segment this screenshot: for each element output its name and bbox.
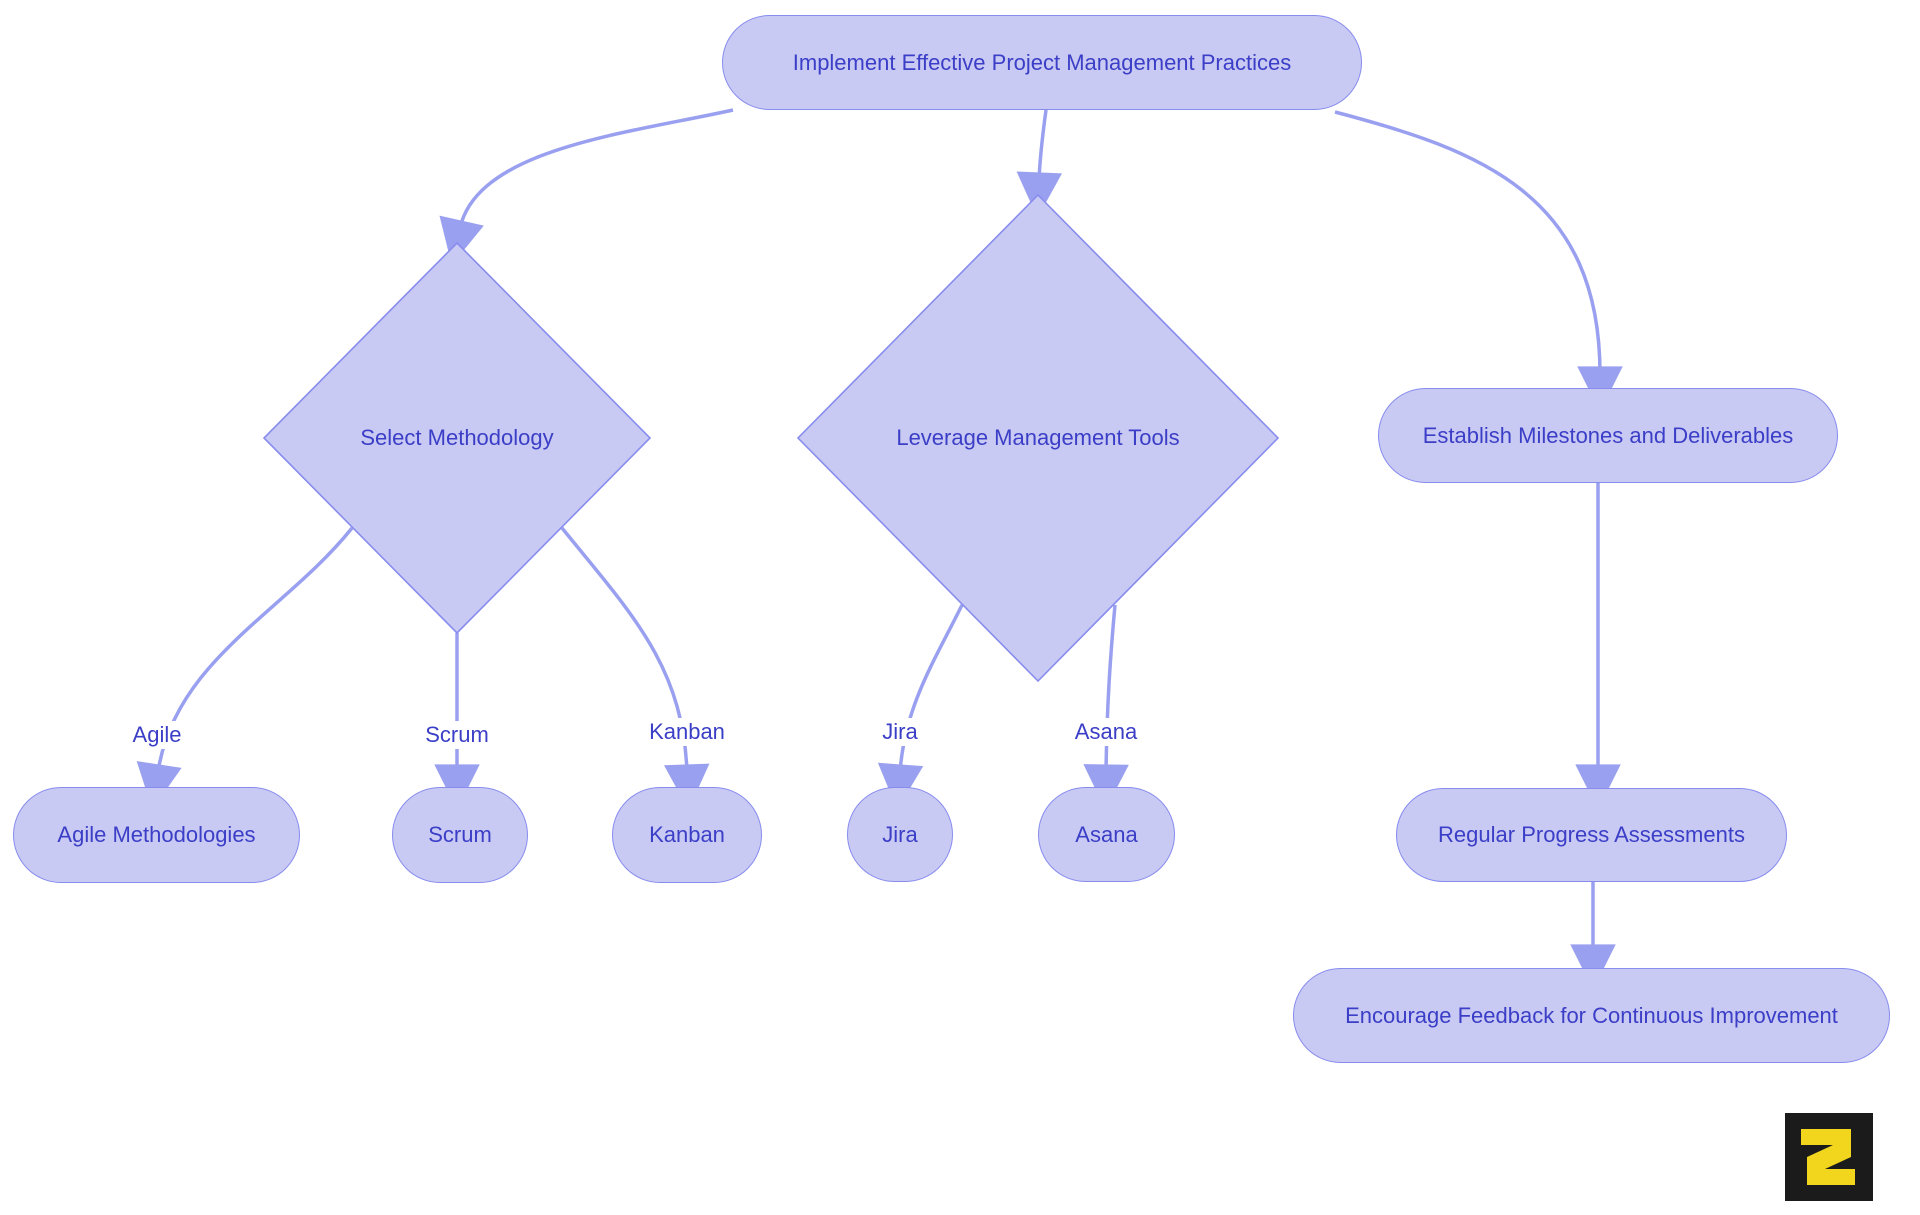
diamond-select-methodology-label: Select Methodology: [360, 425, 554, 450]
edge-root-to-select-methodology: [439, 108, 734, 265]
edge-label-kanban: Kanban: [642, 718, 732, 746]
edge-leverage-to-asana: [1083, 604, 1129, 810]
node-asana: Asana: [1038, 787, 1175, 882]
edge-label-jira: Jira: [875, 718, 925, 746]
node-feedback: Encourage Feedback for Continuous Improv…: [1293, 968, 1890, 1063]
edge-root-to-leverage-tools: [1016, 109, 1063, 218]
edges: [136, 108, 1623, 990]
node-agile: Agile Methodologies: [13, 787, 300, 883]
node-feedback-label: Encourage Feedback for Continuous Improv…: [1345, 1002, 1838, 1028]
diamond-select-methodology: [262, 241, 652, 635]
s-logo-icon: [1785, 1113, 1873, 1201]
node-assessments-label: Regular Progress Assessments: [1438, 822, 1745, 848]
node-root-label: Implement Effective Project Management P…: [792, 49, 1292, 75]
node-assessments: Regular Progress Assessments: [1396, 788, 1787, 882]
logo-s-glyph: [1801, 1129, 1855, 1185]
node-scrum: Scrum: [392, 787, 528, 883]
edge-leverage-to-jira: [877, 604, 964, 810]
node-milestones: Establish Milestones and Deliverables: [1378, 388, 1838, 483]
node-kanban: Kanban: [612, 787, 762, 883]
node-jira-label: Jira: [882, 821, 918, 847]
edge-root-to-milestones: [1334, 110, 1623, 412]
node-milestones-label: Establish Milestones and Deliverables: [1422, 422, 1794, 448]
node-jira: Jira: [847, 787, 953, 882]
edge-label-agile: Agile: [125, 721, 189, 749]
node-kanban-label: Kanban: [649, 822, 725, 848]
edge-label-asana: Asana: [1067, 718, 1145, 746]
diamond-leverage-tools-label: Leverage Management Tools: [896, 425, 1180, 450]
node-scrum-label: Scrum: [428, 822, 492, 848]
watermark-logo: [1785, 1113, 1873, 1201]
diamond-leverage-tools: [796, 193, 1280, 683]
node-root: Implement Effective Project Management P…: [722, 15, 1362, 110]
decision-shapes: [262, 193, 1280, 683]
node-agile-label: Agile Methodologies: [57, 822, 256, 848]
edge-label-scrum: Scrum: [418, 721, 496, 749]
node-asana-label: Asana: [1075, 821, 1138, 847]
